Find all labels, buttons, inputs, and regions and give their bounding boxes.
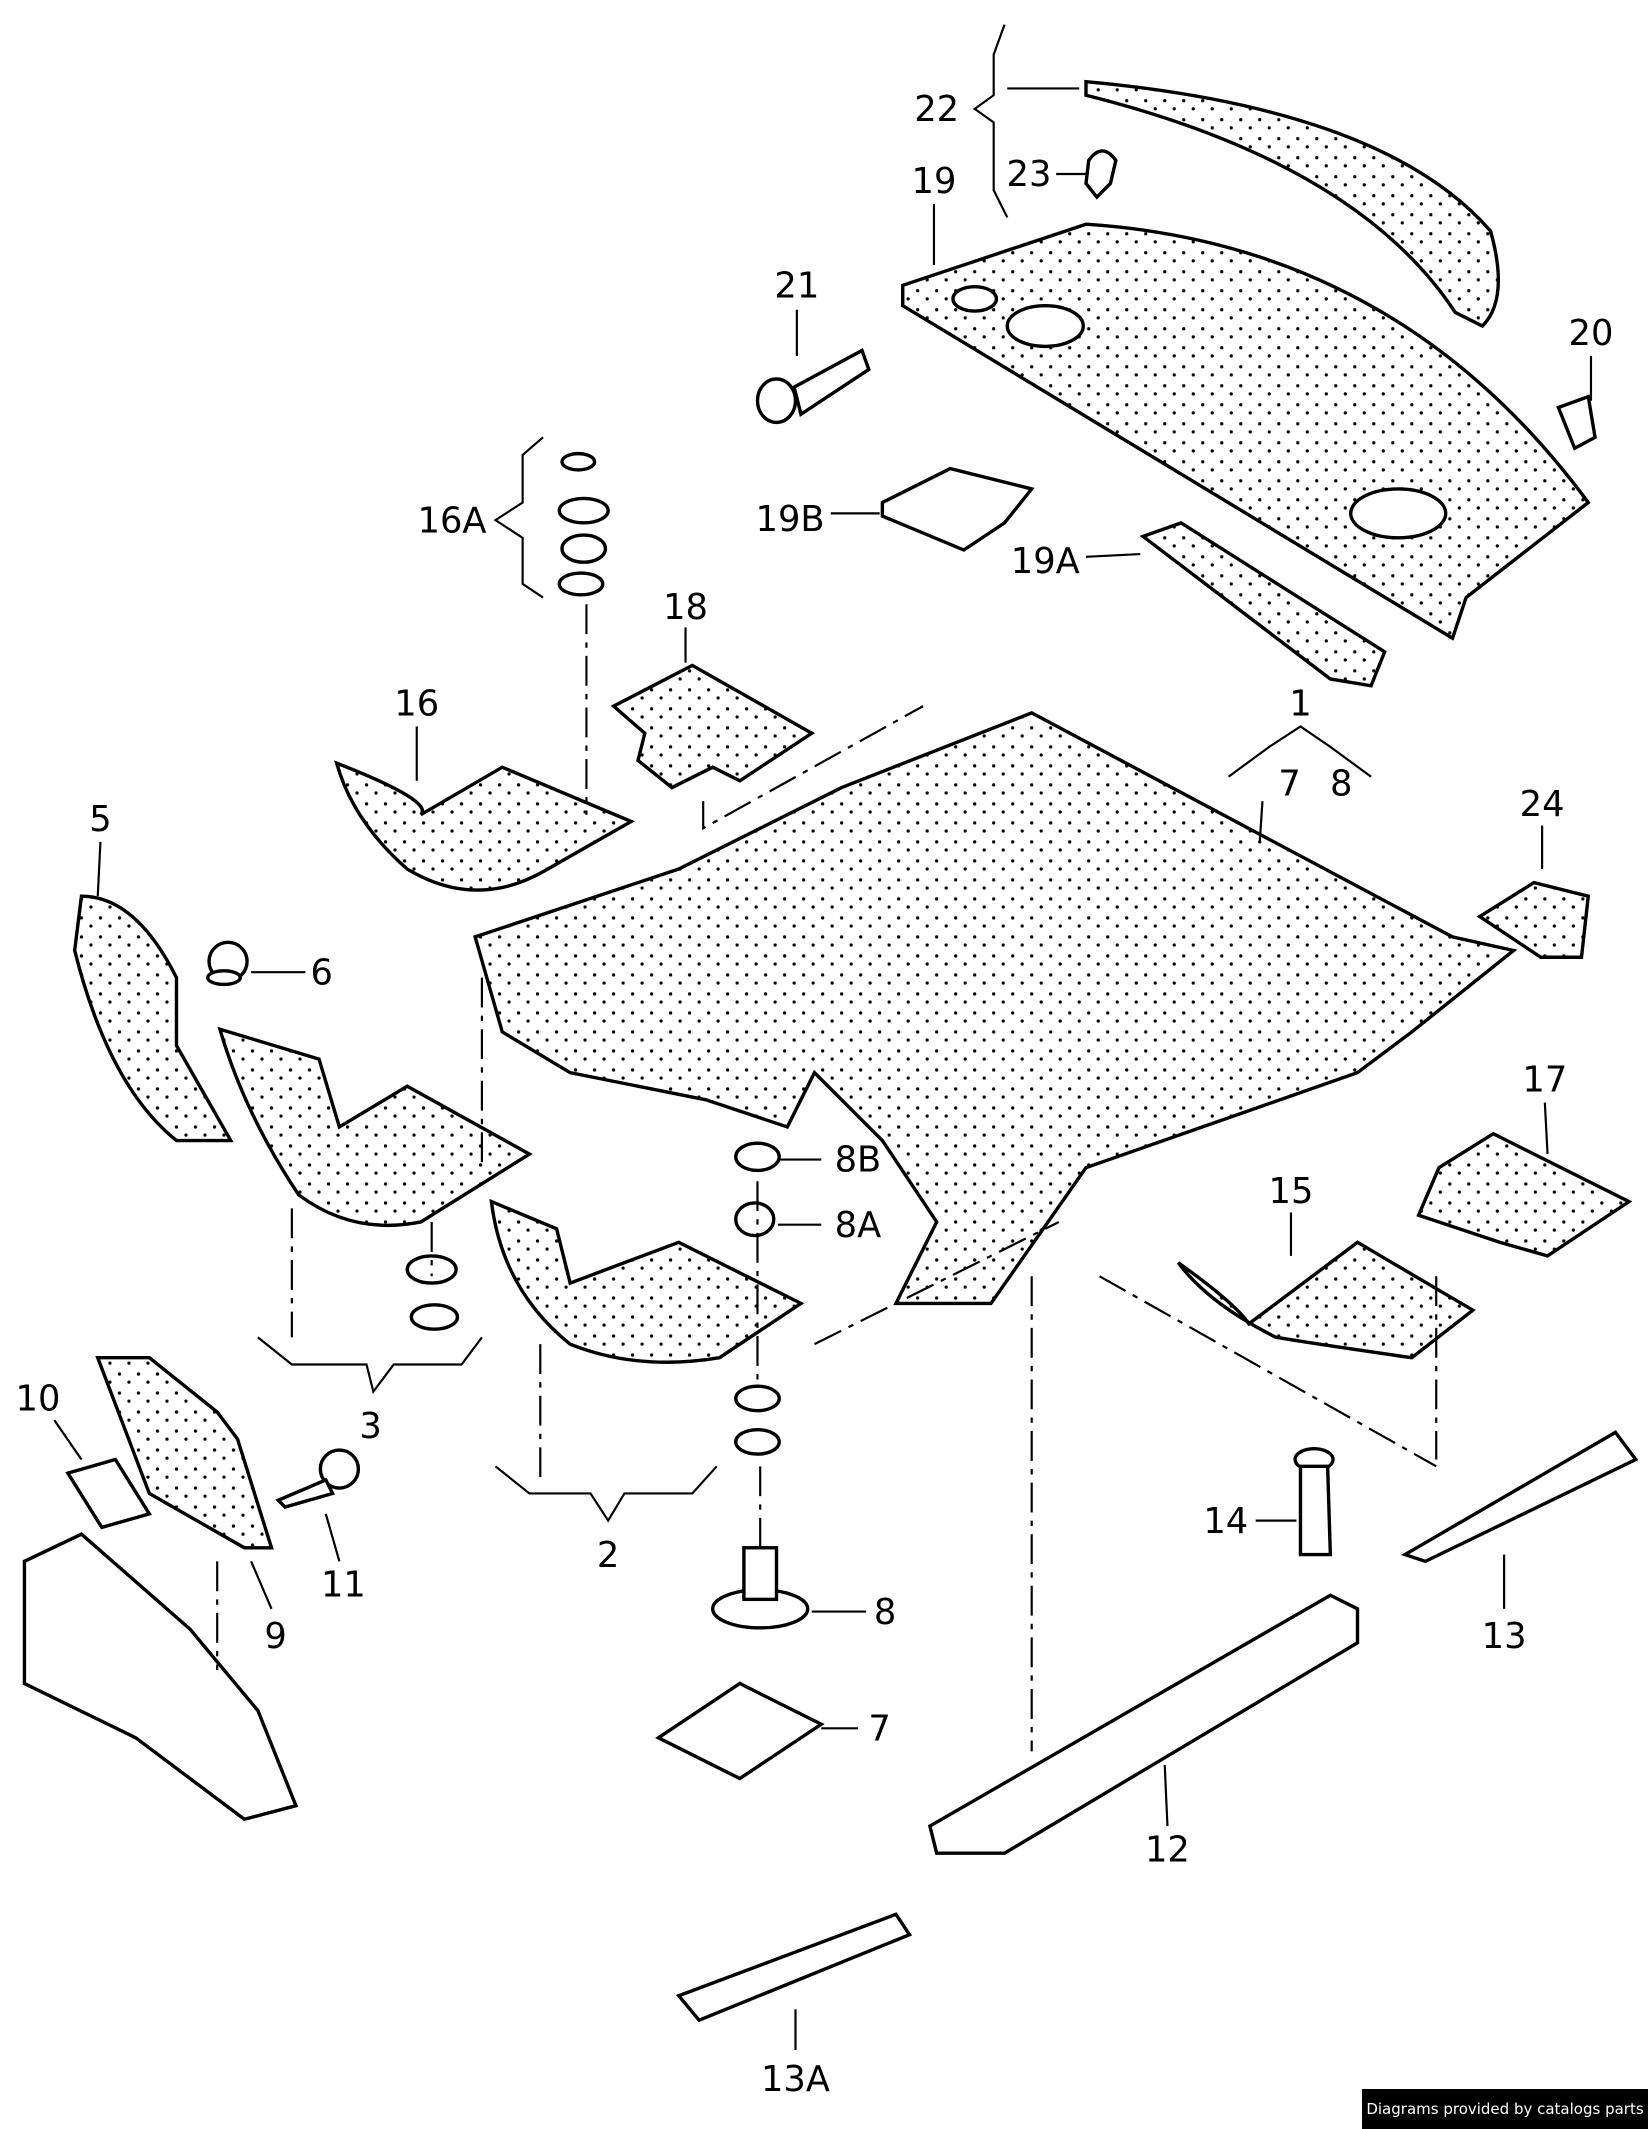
callout-12: 12 — [1145, 1829, 1190, 1870]
panel-9-part — [95, 1356, 274, 1550]
callout-16a: 16A — [418, 500, 487, 541]
trim-19a-part — [1139, 520, 1387, 688]
scuff-13a-part — [675, 1912, 913, 2023]
callout-11: 11 — [321, 1565, 366, 1606]
callout-labels: 22 23 19 21 20 16A 19B 19A 18 1 7 8 16 2… — [16, 89, 1614, 2100]
fastener-8-part — [710, 1546, 810, 1630]
sill-12-part — [927, 1593, 1360, 1855]
callout-8a: 8A — [835, 1205, 882, 1246]
speaker-hole — [951, 284, 999, 313]
clip-21-part — [755, 348, 871, 425]
bracket-19b-part — [880, 466, 1035, 552]
mat-24-part — [1476, 880, 1591, 959]
cap-8a-part — [734, 1201, 776, 1238]
callout-13a: 13A — [761, 2059, 830, 2100]
part-10 — [65, 1457, 152, 1530]
callout-17: 17 — [1522, 1060, 1567, 1101]
trim-block-part — [22, 1532, 299, 1822]
callout-23: 23 — [1007, 154, 1052, 195]
diagram-credit: Diagrams provided by catalogs parts — [1362, 2089, 1648, 2129]
mat-17-part — [1416, 1131, 1633, 1258]
clip-14-part — [1293, 1446, 1335, 1557]
callout-19: 19 — [912, 161, 957, 202]
callout-7-carpet: 7 — [1278, 764, 1300, 805]
callout-3: 3 — [359, 1406, 381, 1447]
panel-5-part — [72, 894, 234, 1143]
speaker-hole — [1005, 303, 1085, 349]
shelf-cover-part — [1084, 79, 1500, 329]
callout-5: 5 — [89, 799, 111, 840]
callout-18: 18 — [663, 587, 708, 628]
bracket-7-part — [655, 1681, 825, 1781]
callout-6: 6 — [310, 952, 332, 993]
callout-8-carpet: 8 — [1330, 764, 1352, 805]
callout-14: 14 — [1203, 1501, 1248, 1542]
callout-8b: 8B — [835, 1140, 882, 1181]
callout-1: 1 — [1289, 684, 1311, 725]
washer — [734, 1427, 781, 1456]
washers-3 — [405, 1254, 460, 1331]
screw-11-part — [275, 1448, 361, 1509]
callout-16: 16 — [394, 684, 439, 725]
callout-19a: 19A — [1011, 541, 1080, 582]
callout-7: 7 — [868, 1709, 890, 1750]
callout-19b: 19B — [756, 499, 825, 540]
leader-lines — [53, 24, 1593, 2051]
mat-18-part — [610, 663, 816, 790]
callout-13: 13 — [1482, 1616, 1527, 1657]
callout-2: 2 — [597, 1535, 619, 1576]
callout-24: 24 — [1520, 784, 1565, 825]
callout-21: 21 — [774, 266, 819, 307]
clip-23-part — [1084, 149, 1118, 200]
sill-13-part — [1400, 1430, 1639, 1564]
front-mat-left-part — [217, 1026, 533, 1228]
fastener-stack-16a — [557, 451, 610, 597]
callout-20: 20 — [1569, 313, 1614, 354]
washer — [734, 1384, 781, 1413]
cap-8b-part — [734, 1141, 781, 1173]
nut-6-part — [206, 940, 249, 987]
mat-16-part — [334, 760, 636, 892]
speaker-hole — [1349, 487, 1448, 540]
callout-10: 10 — [16, 1379, 61, 1420]
mat-15-part — [1176, 1240, 1476, 1360]
floor-carpet-part — [473, 711, 1518, 1306]
clip-20-part — [1556, 394, 1597, 451]
callout-15: 15 — [1269, 1171, 1314, 1212]
callout-8: 8 — [874, 1592, 896, 1633]
front-mat-right-part — [489, 1198, 805, 1364]
callout-22: 22 — [914, 89, 959, 130]
callout-9: 9 — [264, 1616, 286, 1657]
